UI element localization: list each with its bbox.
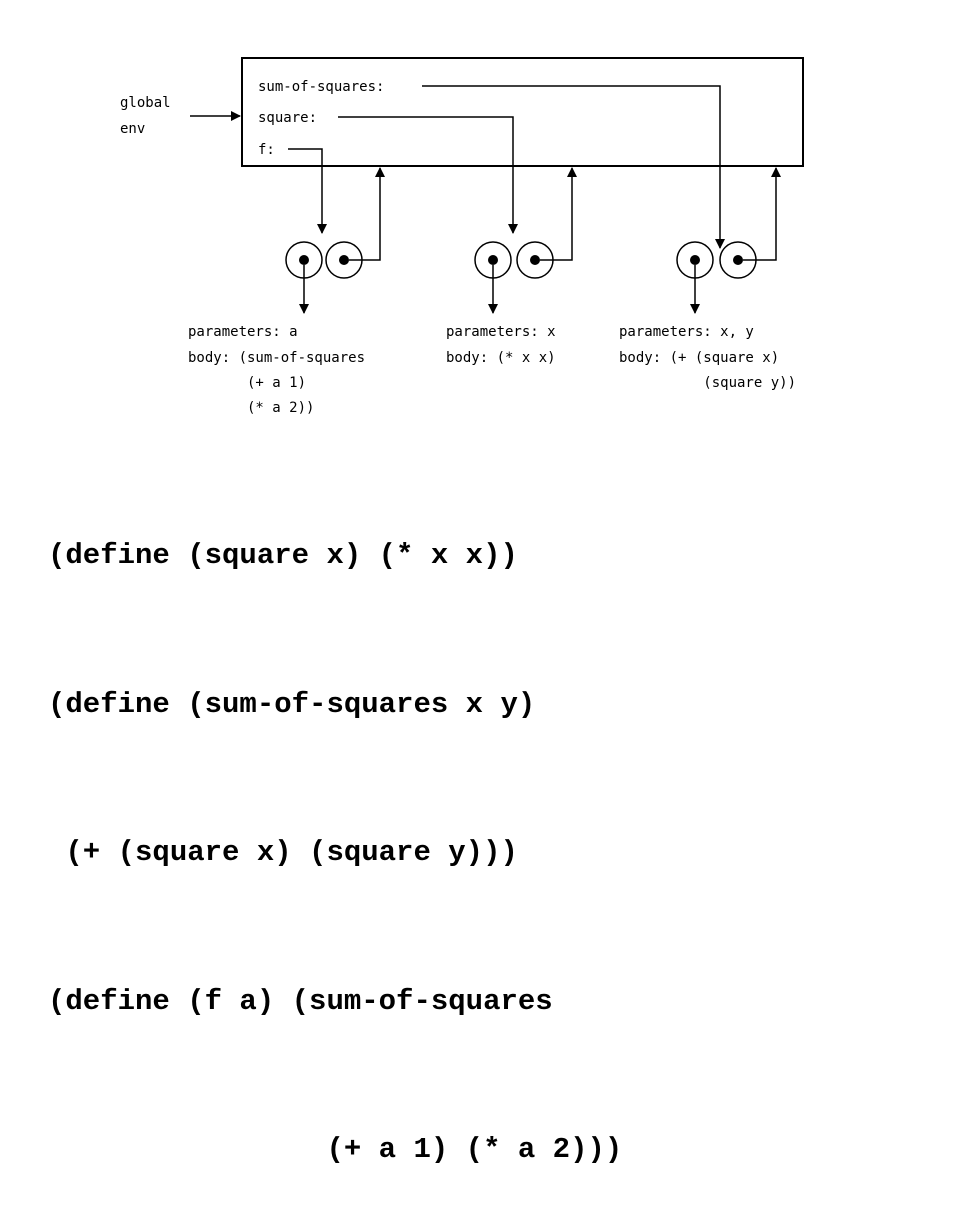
procedure-text-line: (* a 2)) bbox=[188, 400, 314, 416]
procedure-text-line: parameters: x, y bbox=[619, 324, 754, 340]
code-pointer-dot bbox=[488, 255, 498, 265]
global-frame bbox=[241, 57, 804, 167]
pointer-f bbox=[288, 148, 327, 234]
procedure-text-f: parameters: a body: (sum-of-squares (+ a… bbox=[188, 324, 365, 416]
env-pointer-arrow bbox=[743, 167, 781, 261]
procedure-text-line: parameters: a bbox=[188, 324, 298, 340]
procedure-object-f bbox=[285, 167, 385, 314]
code-line: (+ a 1) (* a 2))) bbox=[48, 1133, 623, 1166]
global-env-label-line1: global bbox=[120, 95, 171, 111]
code-line: (define (f a) (sum-of-squares bbox=[48, 984, 553, 1018]
procedure-text-line: (square y)) bbox=[619, 375, 796, 391]
scheme-code-block: (define (square x) (* x x)) (define (sum… bbox=[48, 432, 622, 1224]
procedure-text-line: (+ a 1) bbox=[188, 375, 306, 391]
global-env-label-line2: env bbox=[120, 121, 145, 137]
binding-square: square: bbox=[258, 110, 317, 126]
procedure-text-square: parameters: x body: (* x x) bbox=[446, 324, 556, 366]
code-pointer-dot bbox=[299, 255, 309, 265]
env-pointer-dot bbox=[733, 255, 743, 265]
procedure-text-sum-of-squares: parameters: x, y body: (+ (square x) (sq… bbox=[619, 324, 796, 391]
pointer-sum-of-squares bbox=[422, 85, 725, 249]
pointer-square bbox=[338, 116, 518, 234]
procedure-object-square bbox=[474, 167, 577, 314]
procedure-object-sum-of-squares bbox=[676, 167, 781, 314]
code-line: (define (square x) (* x x)) bbox=[48, 539, 518, 572]
procedure-text-line: body: (sum-of-squares bbox=[188, 350, 365, 366]
procedure-text-line: parameters: x bbox=[446, 324, 556, 340]
env-pointer-arrow bbox=[540, 167, 577, 261]
env-pointer-dot bbox=[530, 255, 540, 265]
env-pointer-dot bbox=[339, 255, 349, 265]
binding-f: f: bbox=[258, 142, 275, 158]
code-pointer-dot bbox=[690, 255, 700, 265]
code-line: (define (sum-of-squares x y) bbox=[48, 687, 536, 721]
procedure-text-line: body: (* x x) bbox=[446, 350, 556, 366]
procedure-text-line: body: (+ (square x) bbox=[619, 350, 779, 366]
code-line: (+ (square x) (square y))) bbox=[48, 836, 518, 869]
environment-diagram: global env sum-of-squares: square: f: bbox=[120, 57, 804, 416]
env-pointer-arrow bbox=[349, 167, 385, 261]
binding-sum-of-squares: sum-of-squares: bbox=[258, 79, 384, 95]
